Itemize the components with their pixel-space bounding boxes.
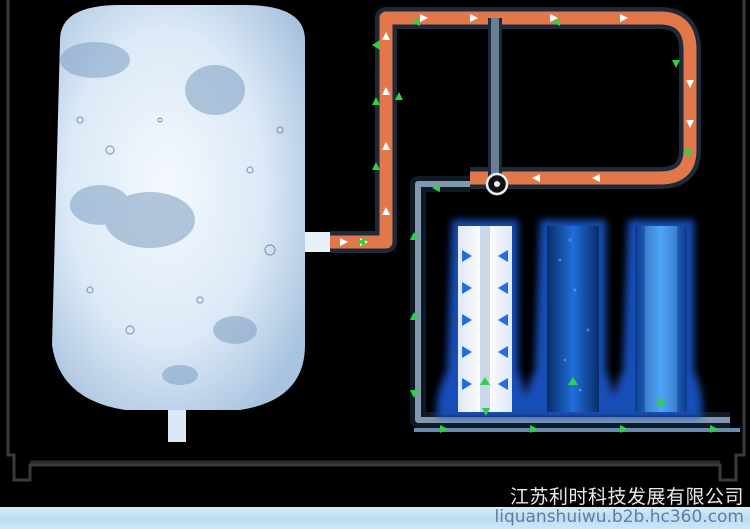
- company-name: 江苏利时科技发展有限公司: [509, 486, 744, 508]
- hot-pipe: [330, 7, 701, 253]
- cabinet-frame: [6, 0, 746, 482]
- junction-valve: [485, 172, 509, 196]
- bottom-water-strip: [0, 507, 750, 529]
- green-flow-arrows: [357, 18, 718, 433]
- tank-outlet-pipe: [305, 232, 335, 252]
- hot-flow-arrows: [340, 14, 694, 246]
- block-carbon-filter: [635, 226, 687, 412]
- website-url: liquanshuiwu.b2b.hc360.com: [494, 507, 745, 527]
- riser-pipe: [488, 18, 502, 178]
- cold-pipe: [410, 176, 740, 432]
- pressure-tank: [52, 5, 305, 442]
